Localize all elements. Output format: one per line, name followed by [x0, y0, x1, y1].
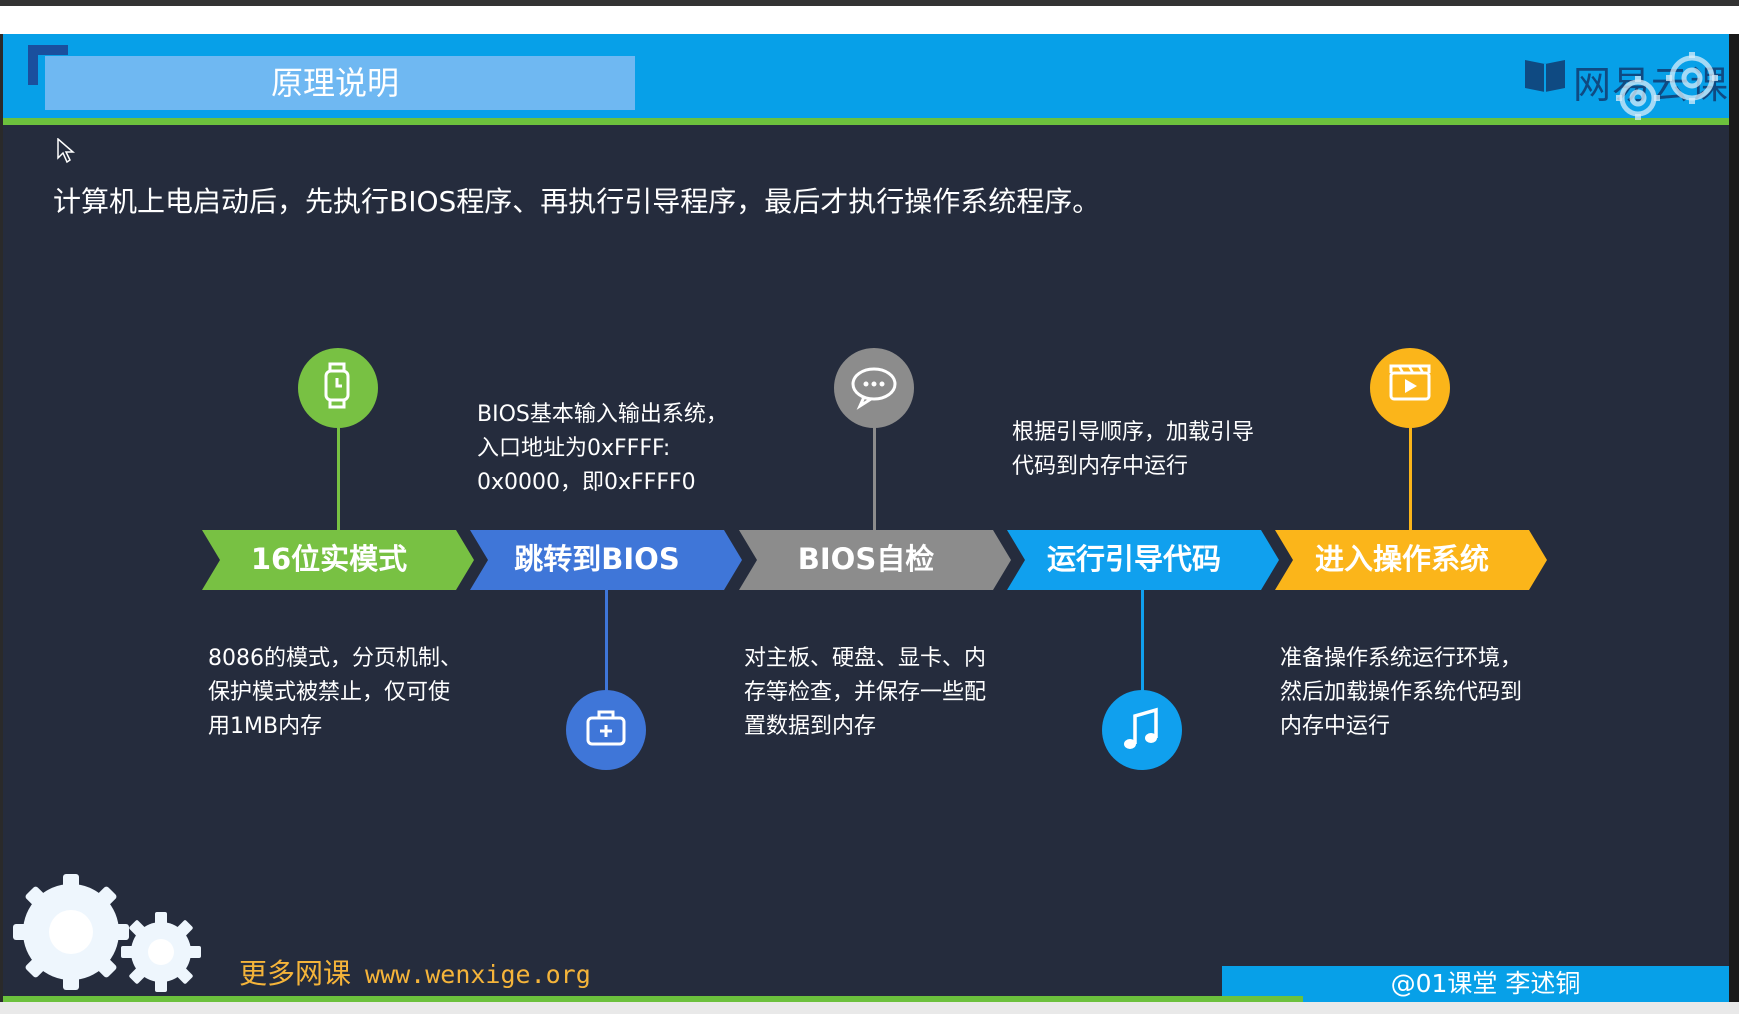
step-2-chevron: 跳转到BIOS [470, 530, 742, 590]
brand-logo: 网易云课 [1518, 48, 1728, 120]
desc-line: 代码到内存中运行 [1012, 454, 1189, 479]
step-2-label: 跳转到BIOS [514, 542, 680, 576]
footer-divider [3, 996, 1303, 1002]
desc-line: 入口地址为0xFFFF: [477, 436, 671, 461]
step-3-badge [834, 348, 914, 428]
author-label: @01课堂 李述铜 [1390, 969, 1581, 998]
desc-line: 对主板、硬盘、显卡、内 [744, 646, 987, 671]
step-4-chevron: 运行引导代码 [1007, 530, 1279, 590]
gears-icon [1616, 52, 1718, 120]
corner-bracket-decoration [28, 45, 68, 85]
step-5-label: 进入操作系统 [1314, 542, 1489, 576]
music-note-icon [1124, 707, 1158, 749]
desc-line: 保护模式被禁止，仅可使 [208, 680, 451, 705]
title-background [45, 56, 635, 110]
mouse-cursor-icon [57, 138, 75, 164]
desc-line: 8086的模式，分页机制、 [208, 646, 462, 671]
watch-icon [324, 362, 350, 409]
desc-line: 然后加载操作系统代码到 [1280, 680, 1523, 705]
step-3-description: 对主板、硬盘、显卡、内 存等检查，并保存一些配 置数据到内存 [744, 642, 1004, 744]
header-divider [3, 118, 1729, 125]
step-3-chevron: BIOS自检 [739, 530, 1011, 590]
step-1-description: 8086的模式，分页机制、 保护模式被禁止，仅可使 用1MB内存 [208, 642, 468, 744]
step-1-badge [298, 348, 378, 428]
presentation-slide: 原理说明 网易云课 计算机上电启动后，先执行BIOS程序、再执行引导程序，最后才 [3, 34, 1729, 1002]
desc-line: 根据引导顺序，加载引导 [1012, 420, 1255, 445]
author-bar [1222, 966, 1729, 1002]
step-3-label: BIOS自检 [797, 542, 935, 576]
desc-line: 用1MB内存 [208, 714, 323, 739]
desc-line: 置数据到内存 [744, 714, 877, 739]
step-5-badge [1370, 348, 1450, 428]
more-courses-label: 更多网课 [239, 957, 352, 990]
step-1-label: 16位实模式 [250, 542, 408, 576]
step-1-chevron: 16位实模式 [202, 530, 474, 590]
window-bottom-strip [0, 1002, 1739, 1014]
connector-line-3 [873, 420, 876, 532]
book-icon [1525, 60, 1565, 92]
step-2-description: BIOS基本输入输出系统， 入口地址为0xFFFF: 0x0000，即0xFFF… [477, 398, 737, 500]
desc-line: 准备操作系统运行环境， [1280, 646, 1523, 671]
connector-line-4 [1141, 590, 1144, 730]
step-2-badge [566, 690, 646, 770]
desc-line: 存等检查，并保存一些配 [744, 680, 987, 705]
connector-line-1 [337, 420, 340, 532]
more-courses-watermark: 更多网课 www.wenxige.org [239, 952, 591, 992]
connector-line-5 [1409, 420, 1412, 532]
step-4-badge [1102, 690, 1182, 770]
intro-text: 计算机上电启动后，先执行BIOS程序、再执行引导程序，最后才执行操作系统程序。 [53, 185, 1101, 218]
step-5-chevron: 进入操作系统 [1275, 530, 1547, 590]
desc-line: 0x0000，即0xFFFF0 [477, 470, 696, 495]
window-right-edge [1729, 34, 1739, 1014]
chat-bubble-icon [851, 367, 897, 410]
window-title-strip [0, 6, 1739, 34]
website-url: www.wenxige.org [365, 960, 591, 989]
step-4-description: 根据引导顺序，加载引导 代码到内存中运行 [1012, 416, 1272, 484]
desc-line: 内存中运行 [1280, 714, 1391, 739]
window-top-bar [0, 0, 1739, 6]
gears-icon [13, 874, 201, 992]
connector-line-2 [605, 590, 608, 730]
step-5-description: 准备操作系统运行环境， 然后加载操作系统代码到 内存中运行 [1280, 642, 1560, 744]
desc-line: BIOS基本输入输出系统， [477, 402, 728, 427]
video-clapper-icon [1389, 364, 1431, 401]
slide-title: 原理说明 [271, 64, 400, 102]
step-4-label: 运行引导代码 [1046, 542, 1221, 576]
medical-kit-icon [586, 710, 626, 746]
